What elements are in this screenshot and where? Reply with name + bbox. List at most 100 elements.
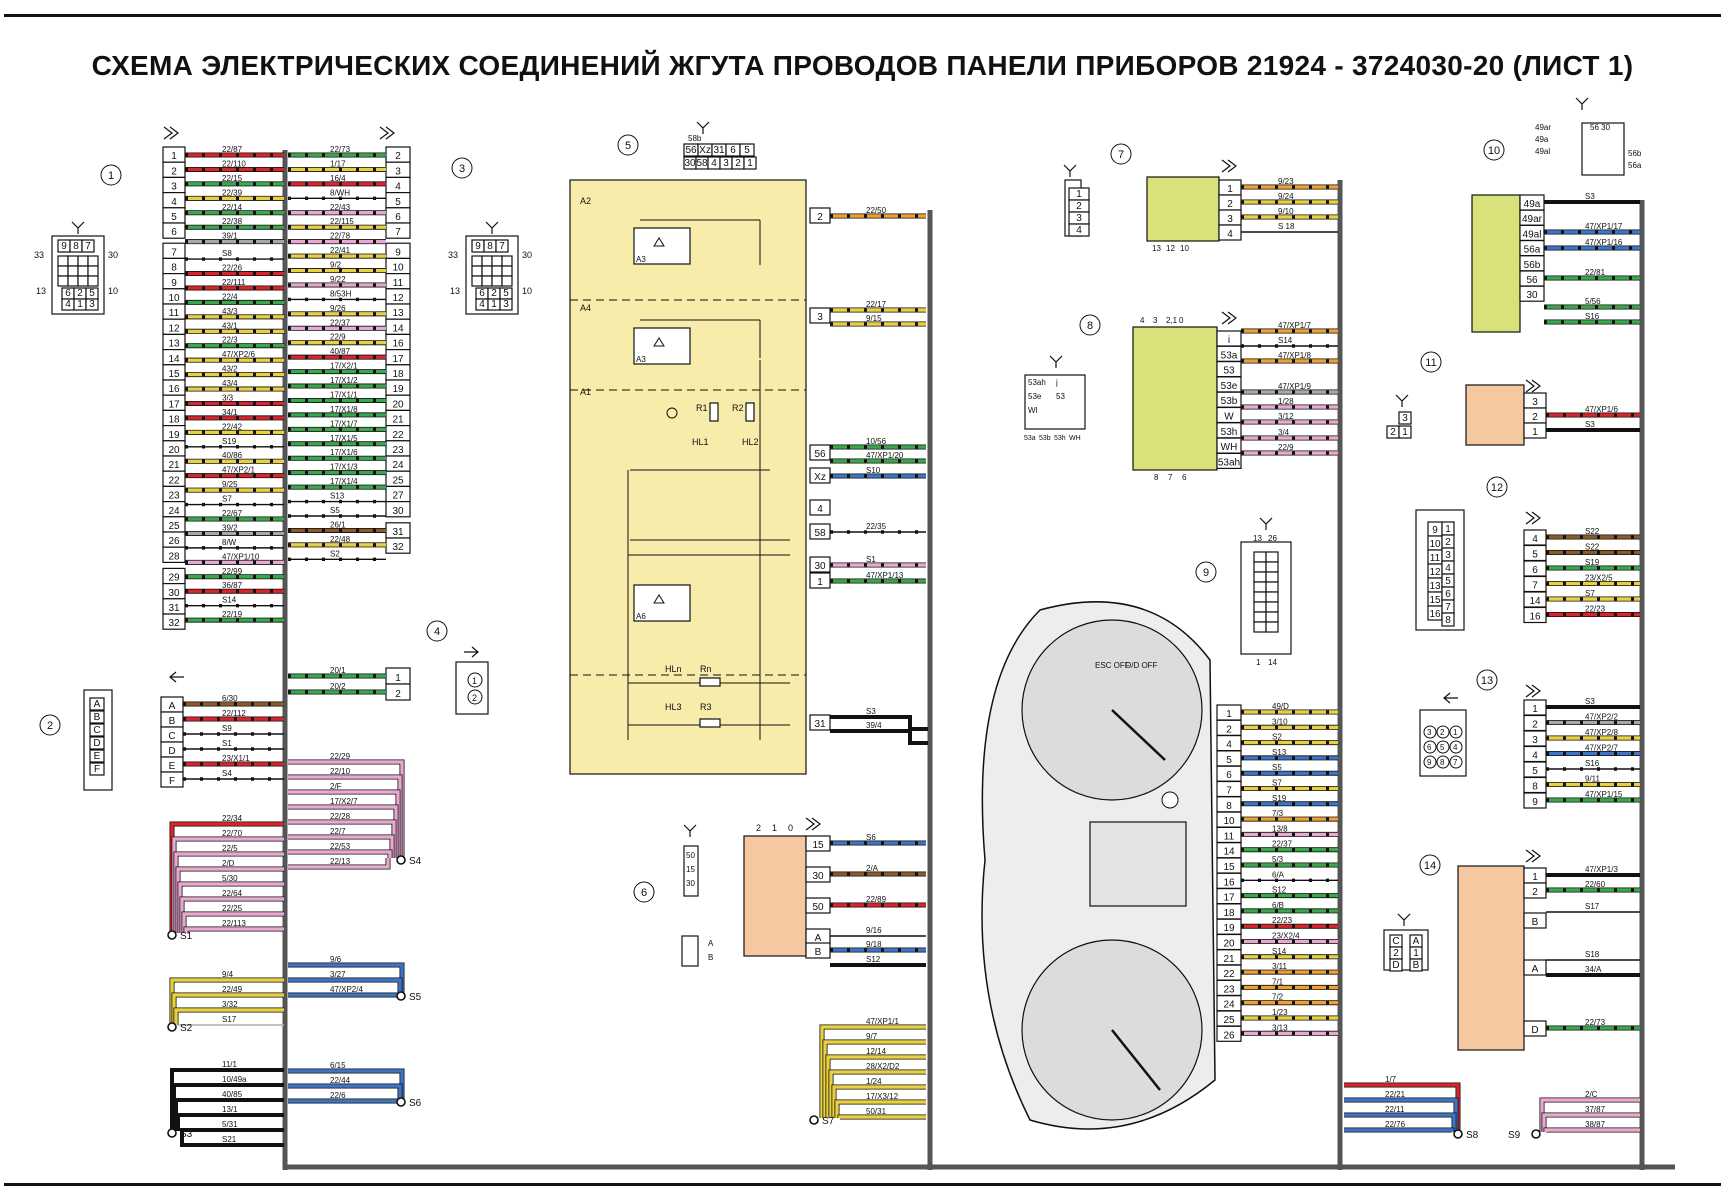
trip-reset-button bbox=[1161, 791, 1179, 809]
harness1-right-wire-label: 17/X1/4 bbox=[330, 477, 358, 486]
callout-number: 2 bbox=[47, 720, 53, 732]
pin-label: 5 bbox=[1532, 766, 1538, 777]
harness1-right-wire-label: 8/53H bbox=[330, 289, 352, 298]
splice-s7-wire bbox=[820, 1025, 926, 1118]
callout-number: 5 bbox=[625, 140, 631, 152]
block6-wire-label: 2/A bbox=[866, 864, 879, 873]
connector2-face-pin bbox=[89, 736, 105, 750]
pin-label: 9 bbox=[475, 241, 481, 252]
harness1-right-wire-label: 22/48 bbox=[330, 535, 351, 544]
block12-wire-label: S22 bbox=[1585, 527, 1600, 536]
harness1-right-wire-label: 22/115 bbox=[330, 217, 354, 226]
splice-s6-wire-label: 6/15 bbox=[330, 1061, 346, 1070]
block9-wire-label: 7/1 bbox=[1272, 977, 1284, 986]
harness1-right-wire-label: 22/73 bbox=[330, 145, 351, 154]
block5-component-label: Rn bbox=[700, 664, 712, 674]
pin-label: 4 bbox=[711, 158, 717, 169]
harness1-right-wire-label: 26/1 bbox=[330, 520, 346, 529]
block5-wire bbox=[830, 715, 928, 731]
pin-label: 15 bbox=[168, 369, 180, 380]
block8-mini-bottom-label: WH bbox=[1069, 435, 1081, 442]
connector1-face-grid-cell bbox=[67, 275, 79, 287]
connector2-wire-label: S4 bbox=[222, 769, 232, 778]
pin-label: 6 bbox=[65, 288, 71, 299]
block6-switch-position: 1 bbox=[772, 823, 777, 833]
harness1-left-wire-label: S14 bbox=[222, 596, 237, 605]
block13-mini-pin-label: 9 bbox=[1427, 758, 1432, 767]
pin-label: 3 bbox=[817, 312, 823, 323]
harness1-right-wire-label: 17/X1/6 bbox=[330, 448, 358, 457]
block11-wire-label: S3 bbox=[1585, 420, 1595, 429]
splice-s1-wire-label: 2/D bbox=[222, 859, 235, 868]
block6-wire-label: S12 bbox=[866, 955, 881, 964]
splice-s4-wire bbox=[288, 850, 392, 858]
block9-wire-label: 3/13 bbox=[1272, 1023, 1288, 1032]
block5-wire-label: 22/17 bbox=[866, 300, 887, 309]
pin-label: 2 bbox=[1532, 412, 1538, 423]
pin-label: 18 bbox=[1223, 908, 1235, 919]
pin-label: 50 bbox=[812, 902, 824, 913]
pin-label: 23 bbox=[1223, 984, 1235, 995]
pin-label: 28 bbox=[168, 551, 180, 562]
block5-wire-label: S10 bbox=[866, 466, 881, 475]
pin-label: E bbox=[169, 761, 176, 772]
pin-label: 7 bbox=[395, 227, 401, 238]
pin-label: 1 bbox=[77, 299, 83, 310]
block9-mini-label: 14 bbox=[1268, 658, 1277, 667]
pin-label: 8 bbox=[487, 241, 493, 252]
harness1-left-wire-label: 22/4 bbox=[222, 292, 238, 301]
pin-label: 21 bbox=[1223, 954, 1235, 965]
pin-label: 18 bbox=[168, 415, 180, 426]
page-title: СХЕМА ЭЛЕКТРИЧЕСКИХ СОЕДИНЕНИЙ ЖГУТА ПРО… bbox=[91, 50, 1634, 81]
harness1-right-wire-label: S2 bbox=[330, 549, 340, 558]
block14-body bbox=[1457, 865, 1525, 1051]
pin-label: 18 bbox=[392, 369, 404, 380]
block5-pin bbox=[809, 499, 831, 516]
pin-label: 6 bbox=[171, 227, 177, 238]
splice-label: S2 bbox=[180, 1023, 193, 1034]
block11-mini-pin bbox=[1398, 411, 1412, 425]
harness1-right-pin bbox=[385, 501, 411, 518]
arrow-right-icon bbox=[464, 646, 479, 658]
pin-label: 3 bbox=[1445, 550, 1451, 561]
harness1-right-wire-label: 22/41 bbox=[330, 246, 351, 255]
splice-s3-wire bbox=[180, 1131, 284, 1147]
splice-s1-wire-label: 22/70 bbox=[222, 829, 243, 838]
callout-circle bbox=[1079, 314, 1101, 336]
pin-label: 9 bbox=[1432, 525, 1438, 536]
block10-wire-label: 5/56 bbox=[1585, 297, 1601, 306]
splice-s9-wire-label: 37/87 bbox=[1585, 1105, 1606, 1114]
connector2-face-pin bbox=[89, 749, 105, 763]
tachometer-needle bbox=[1111, 1029, 1161, 1091]
pin-label: 5 bbox=[503, 288, 509, 299]
connector4-face-pin-label: 2 bbox=[472, 693, 477, 703]
block9-wire-label: 3/10 bbox=[1272, 717, 1288, 726]
connector4-face-pin bbox=[467, 689, 483, 705]
pin-label: 5 bbox=[1532, 550, 1538, 561]
block5-top-connector-label: 58b bbox=[688, 134, 702, 143]
connector4-face-pin-label: 1 bbox=[472, 676, 477, 686]
pin-label: 4 bbox=[65, 299, 71, 310]
pin-label: 15 bbox=[812, 840, 824, 851]
pin-label: 30 bbox=[1526, 290, 1538, 301]
block5-wire bbox=[830, 729, 928, 745]
gauge-indicator-label: O/D OFF bbox=[1125, 661, 1158, 670]
splice-node bbox=[167, 930, 177, 940]
block10-wire-label: 22/81 bbox=[1585, 268, 1606, 277]
splice-s4-wire-label: 2/F bbox=[330, 782, 342, 791]
block10-mini-label: 56 30 bbox=[1590, 123, 1611, 132]
pin-label: D bbox=[1392, 960, 1399, 971]
pin-label: 6 bbox=[1226, 770, 1232, 781]
block8-wire-label: 22/9 bbox=[1278, 443, 1294, 452]
block12-mini-pin bbox=[1441, 612, 1455, 627]
pin-label: 21 bbox=[392, 415, 404, 426]
block7-mini-pin bbox=[1068, 223, 1090, 237]
pin-label: 4 bbox=[171, 197, 177, 208]
pin-label: 31 bbox=[392, 527, 404, 538]
connector1-face-grid-cell bbox=[67, 265, 79, 277]
pin-label: 6 bbox=[1445, 589, 1451, 600]
block5-wire-label: 9/15 bbox=[866, 314, 882, 323]
pin-label: 49ar bbox=[1522, 214, 1543, 225]
connector4-wire-label: 20/2 bbox=[330, 682, 346, 691]
block7-wire-label: 9/24 bbox=[1278, 192, 1294, 201]
